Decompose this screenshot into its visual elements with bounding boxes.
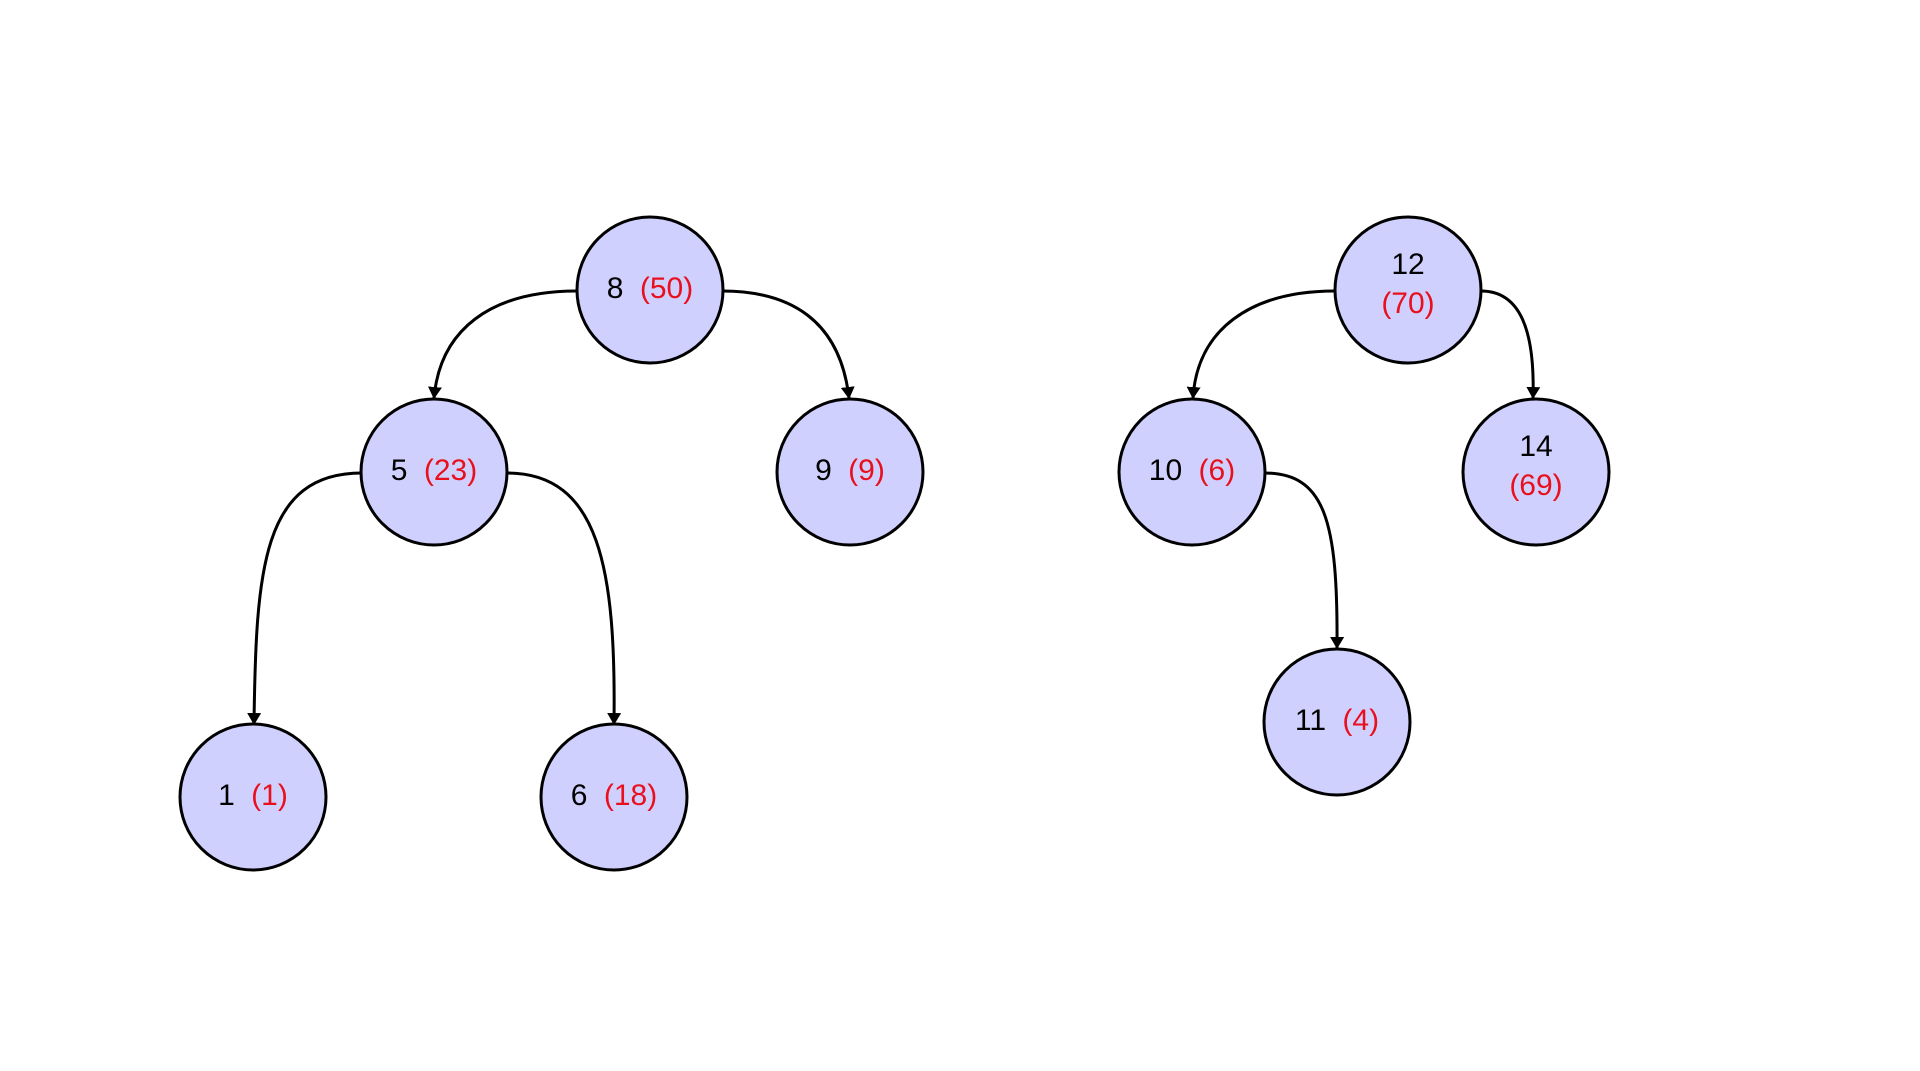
node-key: 12 xyxy=(1391,248,1424,281)
node-value: (70) xyxy=(1381,287,1434,320)
tree-node-10: 10 (6) xyxy=(1117,397,1267,547)
edge-8-to-9 xyxy=(721,289,855,399)
svg-text:9 (9): 9 (9) xyxy=(815,454,885,487)
node-key: 8 xyxy=(607,272,624,305)
edge-12-to-10 xyxy=(1186,289,1336,399)
node-key: 11 xyxy=(1295,704,1326,737)
edge-5-to-6 xyxy=(506,471,622,725)
tree-node-8: 8 (50) xyxy=(575,215,725,365)
svg-text:8 (50): 8 (50) xyxy=(607,272,693,305)
tree-node-12: 12 (70) xyxy=(1333,215,1483,365)
node-value: (1) xyxy=(251,779,288,812)
tree-node-6: 6 (18) xyxy=(539,722,689,872)
node-value: (50) xyxy=(640,272,693,305)
tree-node-9: 9 (9) xyxy=(775,397,925,547)
node-key: 1 xyxy=(218,779,235,812)
edge-12-to-14 xyxy=(1480,289,1541,399)
node-value: (69) xyxy=(1509,469,1562,502)
edge-8-to-5 xyxy=(428,289,578,399)
svg-text:10 (6): 10 (6) xyxy=(1149,454,1235,487)
node-key: 9 xyxy=(815,454,832,487)
node-key: 14 xyxy=(1519,430,1552,463)
node-value: (9) xyxy=(848,454,885,487)
tree-node-11: 11 (4) xyxy=(1262,647,1412,797)
node-value: (6) xyxy=(1199,454,1236,487)
node-value: (23) xyxy=(424,454,477,487)
svg-text:11 (4): 11 (4) xyxy=(1295,704,1379,737)
edge-5-to-1 xyxy=(247,471,363,725)
node-key: 5 xyxy=(391,454,408,487)
tree-node-5: 5 (23) xyxy=(359,397,509,547)
tree-node-1: 1 (1) xyxy=(178,722,328,872)
node-value: (18) xyxy=(604,779,657,812)
node-value: (4) xyxy=(1342,704,1379,737)
svg-text:6 (18): 6 (18) xyxy=(571,779,657,812)
edge-10-to-11 xyxy=(1263,471,1345,649)
svg-text:5 (23): 5 (23) xyxy=(391,454,477,487)
node-key: 6 xyxy=(571,779,588,812)
svg-text:1 (1): 1 (1) xyxy=(218,779,288,812)
tree-node-14: 14 (69) xyxy=(1461,397,1611,547)
node-key: 10 xyxy=(1149,454,1182,487)
